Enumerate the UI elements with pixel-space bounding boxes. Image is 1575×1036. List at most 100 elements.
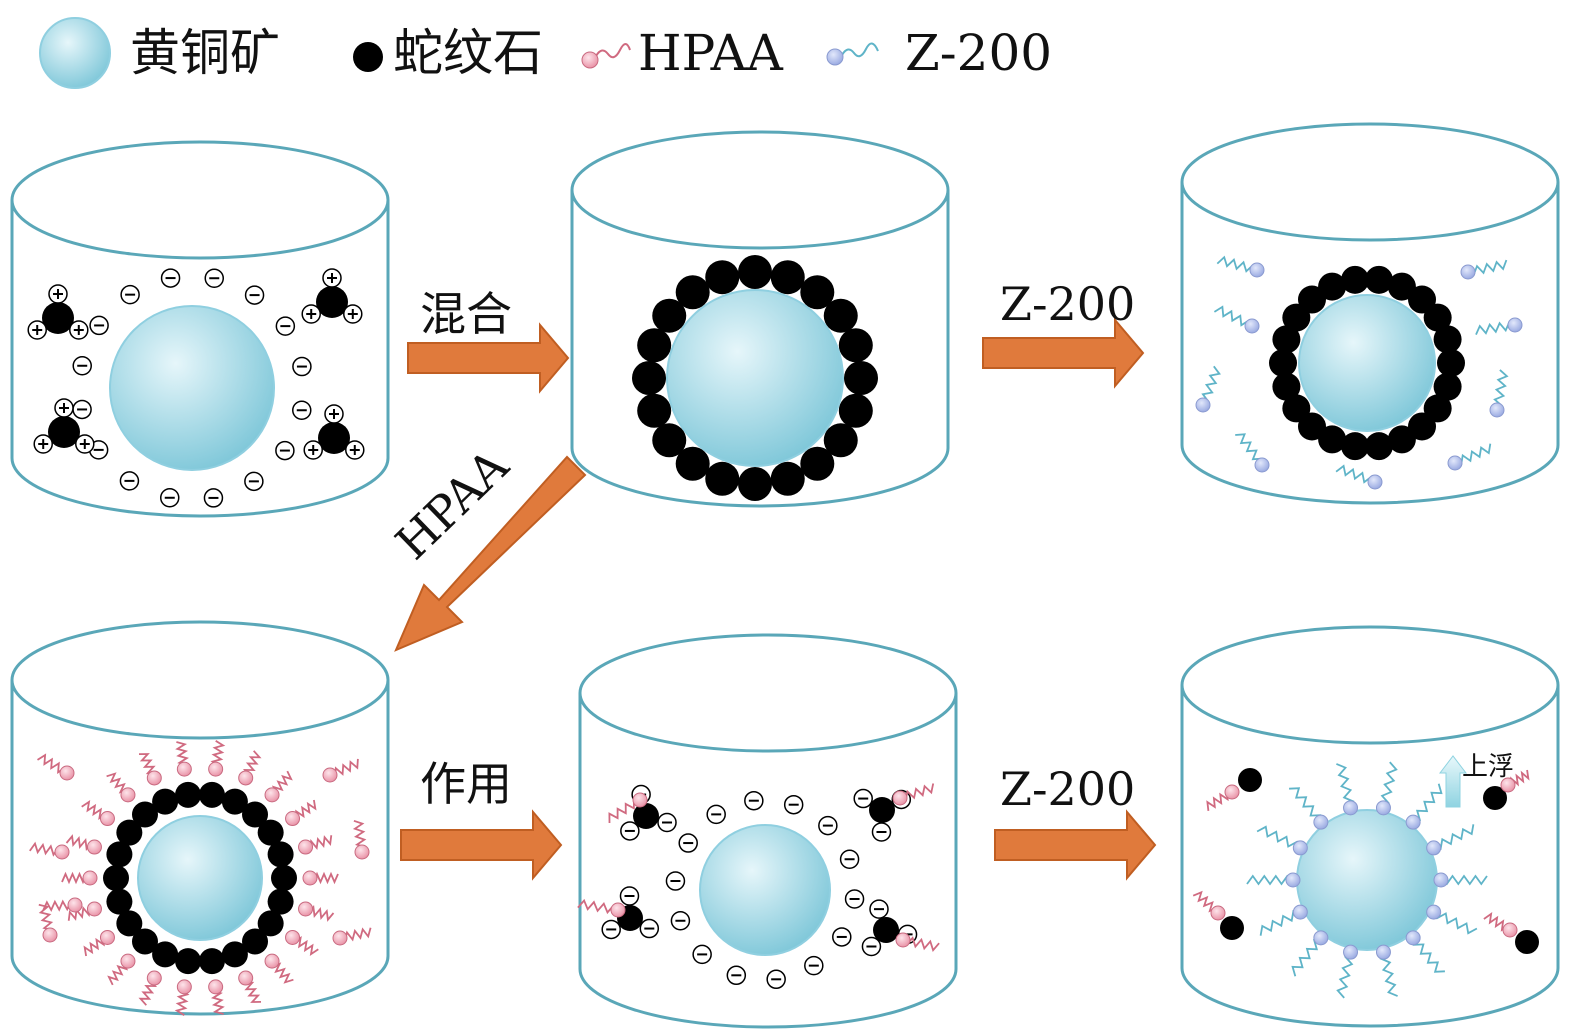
cylinder-mixed (570, 130, 950, 508)
serpentine-particle (175, 948, 202, 975)
cylinder-body (578, 693, 958, 1029)
chalcopyrite-particle (1296, 809, 1438, 951)
serpentine-particle (1318, 425, 1347, 454)
collector-tail (1433, 824, 1475, 851)
serpentine-particle (637, 328, 672, 363)
hpaa-molecule (146, 770, 162, 786)
serpentine-particle (1341, 265, 1370, 294)
serpentine-particle (738, 467, 772, 501)
serpentine-particle (770, 461, 805, 496)
serpentine-particle (1408, 285, 1437, 314)
serpentine-particle (1272, 372, 1301, 401)
collector-tail (1380, 761, 1398, 809)
arrow-z200-top (982, 317, 1145, 389)
hpaa-molecule (264, 787, 280, 803)
serpentine-particle (738, 255, 772, 289)
serpentine-particle (316, 286, 348, 318)
hpaa-molecule (1224, 784, 1240, 800)
negative-charge (853, 788, 873, 809)
negative-charge (670, 911, 691, 931)
positive-charge (54, 398, 74, 418)
negative-charge (665, 871, 686, 891)
negative-charge (783, 794, 804, 815)
serpentine-particle (1364, 265, 1393, 294)
negative-charge (871, 822, 892, 842)
negative-charge (72, 399, 92, 420)
serpentine-particle (1272, 325, 1301, 354)
chalcopyrite-particle (666, 289, 844, 467)
serpentine-particle (632, 361, 666, 395)
serpentine-particle (242, 928, 269, 955)
hpaa-molecule (1210, 905, 1226, 921)
collector-tail (1259, 909, 1301, 936)
serpentine-particle (152, 941, 179, 968)
hpaa-molecule (1502, 922, 1518, 938)
serpentine-particle (1483, 786, 1507, 810)
serpentine-particle (770, 260, 805, 295)
negative-charge (120, 284, 140, 305)
cylinder-body (570, 190, 950, 508)
positive-charge (69, 320, 89, 340)
z200-molecule (1426, 840, 1442, 856)
serpentine-particle (652, 423, 687, 458)
legend-chalcopyrite-label: 黄铜矿 (130, 24, 280, 82)
serpentine-particle (1297, 412, 1326, 441)
negative-charge (818, 815, 838, 836)
positive-charge (303, 440, 323, 460)
legend-hpaa-label: HPAA (638, 24, 784, 82)
legend-serpentine-label: 蛇纹石 (393, 24, 543, 82)
serpentine-particle (271, 865, 297, 891)
positive-charge (75, 434, 95, 454)
serpentine-particle (106, 888, 133, 915)
serpentine-particle (838, 328, 873, 363)
serpentine-particle (257, 910, 284, 937)
hpaa-molecule (99, 811, 115, 827)
z200-molecule (1367, 474, 1383, 490)
negative-charge (72, 355, 92, 376)
z200-molecule (1405, 814, 1421, 830)
negative-charge (678, 833, 698, 853)
chalcopyrite-particle (699, 824, 831, 956)
step-mix-label: 混合 (420, 287, 512, 341)
cylinder-rim (570, 130, 950, 250)
serpentine-particle (1341, 432, 1370, 461)
negative-charge (292, 356, 312, 377)
serpentine-particle (873, 917, 899, 943)
serpentine-particle (1387, 425, 1416, 454)
collector-tail (1289, 787, 1322, 823)
serpentine-particle (1433, 325, 1462, 354)
z200-molecule (1195, 397, 1211, 413)
hpaa-molecule (208, 979, 224, 995)
serpentine-particle (42, 302, 74, 334)
z200-molecule (1375, 800, 1391, 816)
serpentine-particle (1297, 285, 1326, 314)
hpaa-molecule (146, 970, 162, 986)
cylinder-hpaa-coated (10, 620, 390, 1016)
cylinder-body (1180, 182, 1560, 505)
arrow-hpaa (394, 455, 587, 652)
negative-charge (275, 440, 295, 461)
serpentine-particle (242, 801, 269, 828)
serpentine-particle (267, 888, 294, 915)
negative-charge (844, 889, 865, 909)
cylinder-dispersed (578, 633, 958, 1029)
negative-charge (726, 965, 747, 986)
negative-charge (244, 285, 265, 305)
serpentine-particle (1423, 303, 1452, 332)
serpentine-particle (823, 423, 858, 458)
hpaa-molecule (354, 844, 370, 860)
serpentine-particle (1437, 349, 1465, 377)
serpentine-particle (221, 941, 248, 968)
negative-charge (744, 790, 764, 811)
serpentine-particle (1433, 372, 1462, 401)
positive-charge (27, 320, 47, 340)
serpentine-particle (1220, 916, 1244, 940)
serpentine-particle (267, 841, 294, 868)
legend-serpentine-icon (353, 42, 383, 72)
serpentine-particle (116, 910, 143, 937)
hpaa-molecule (610, 902, 626, 918)
z200-molecule (1426, 904, 1442, 920)
negative-charge (619, 886, 640, 906)
z200-molecule (1447, 455, 1463, 471)
chalcopyrite-particle (1298, 294, 1436, 432)
